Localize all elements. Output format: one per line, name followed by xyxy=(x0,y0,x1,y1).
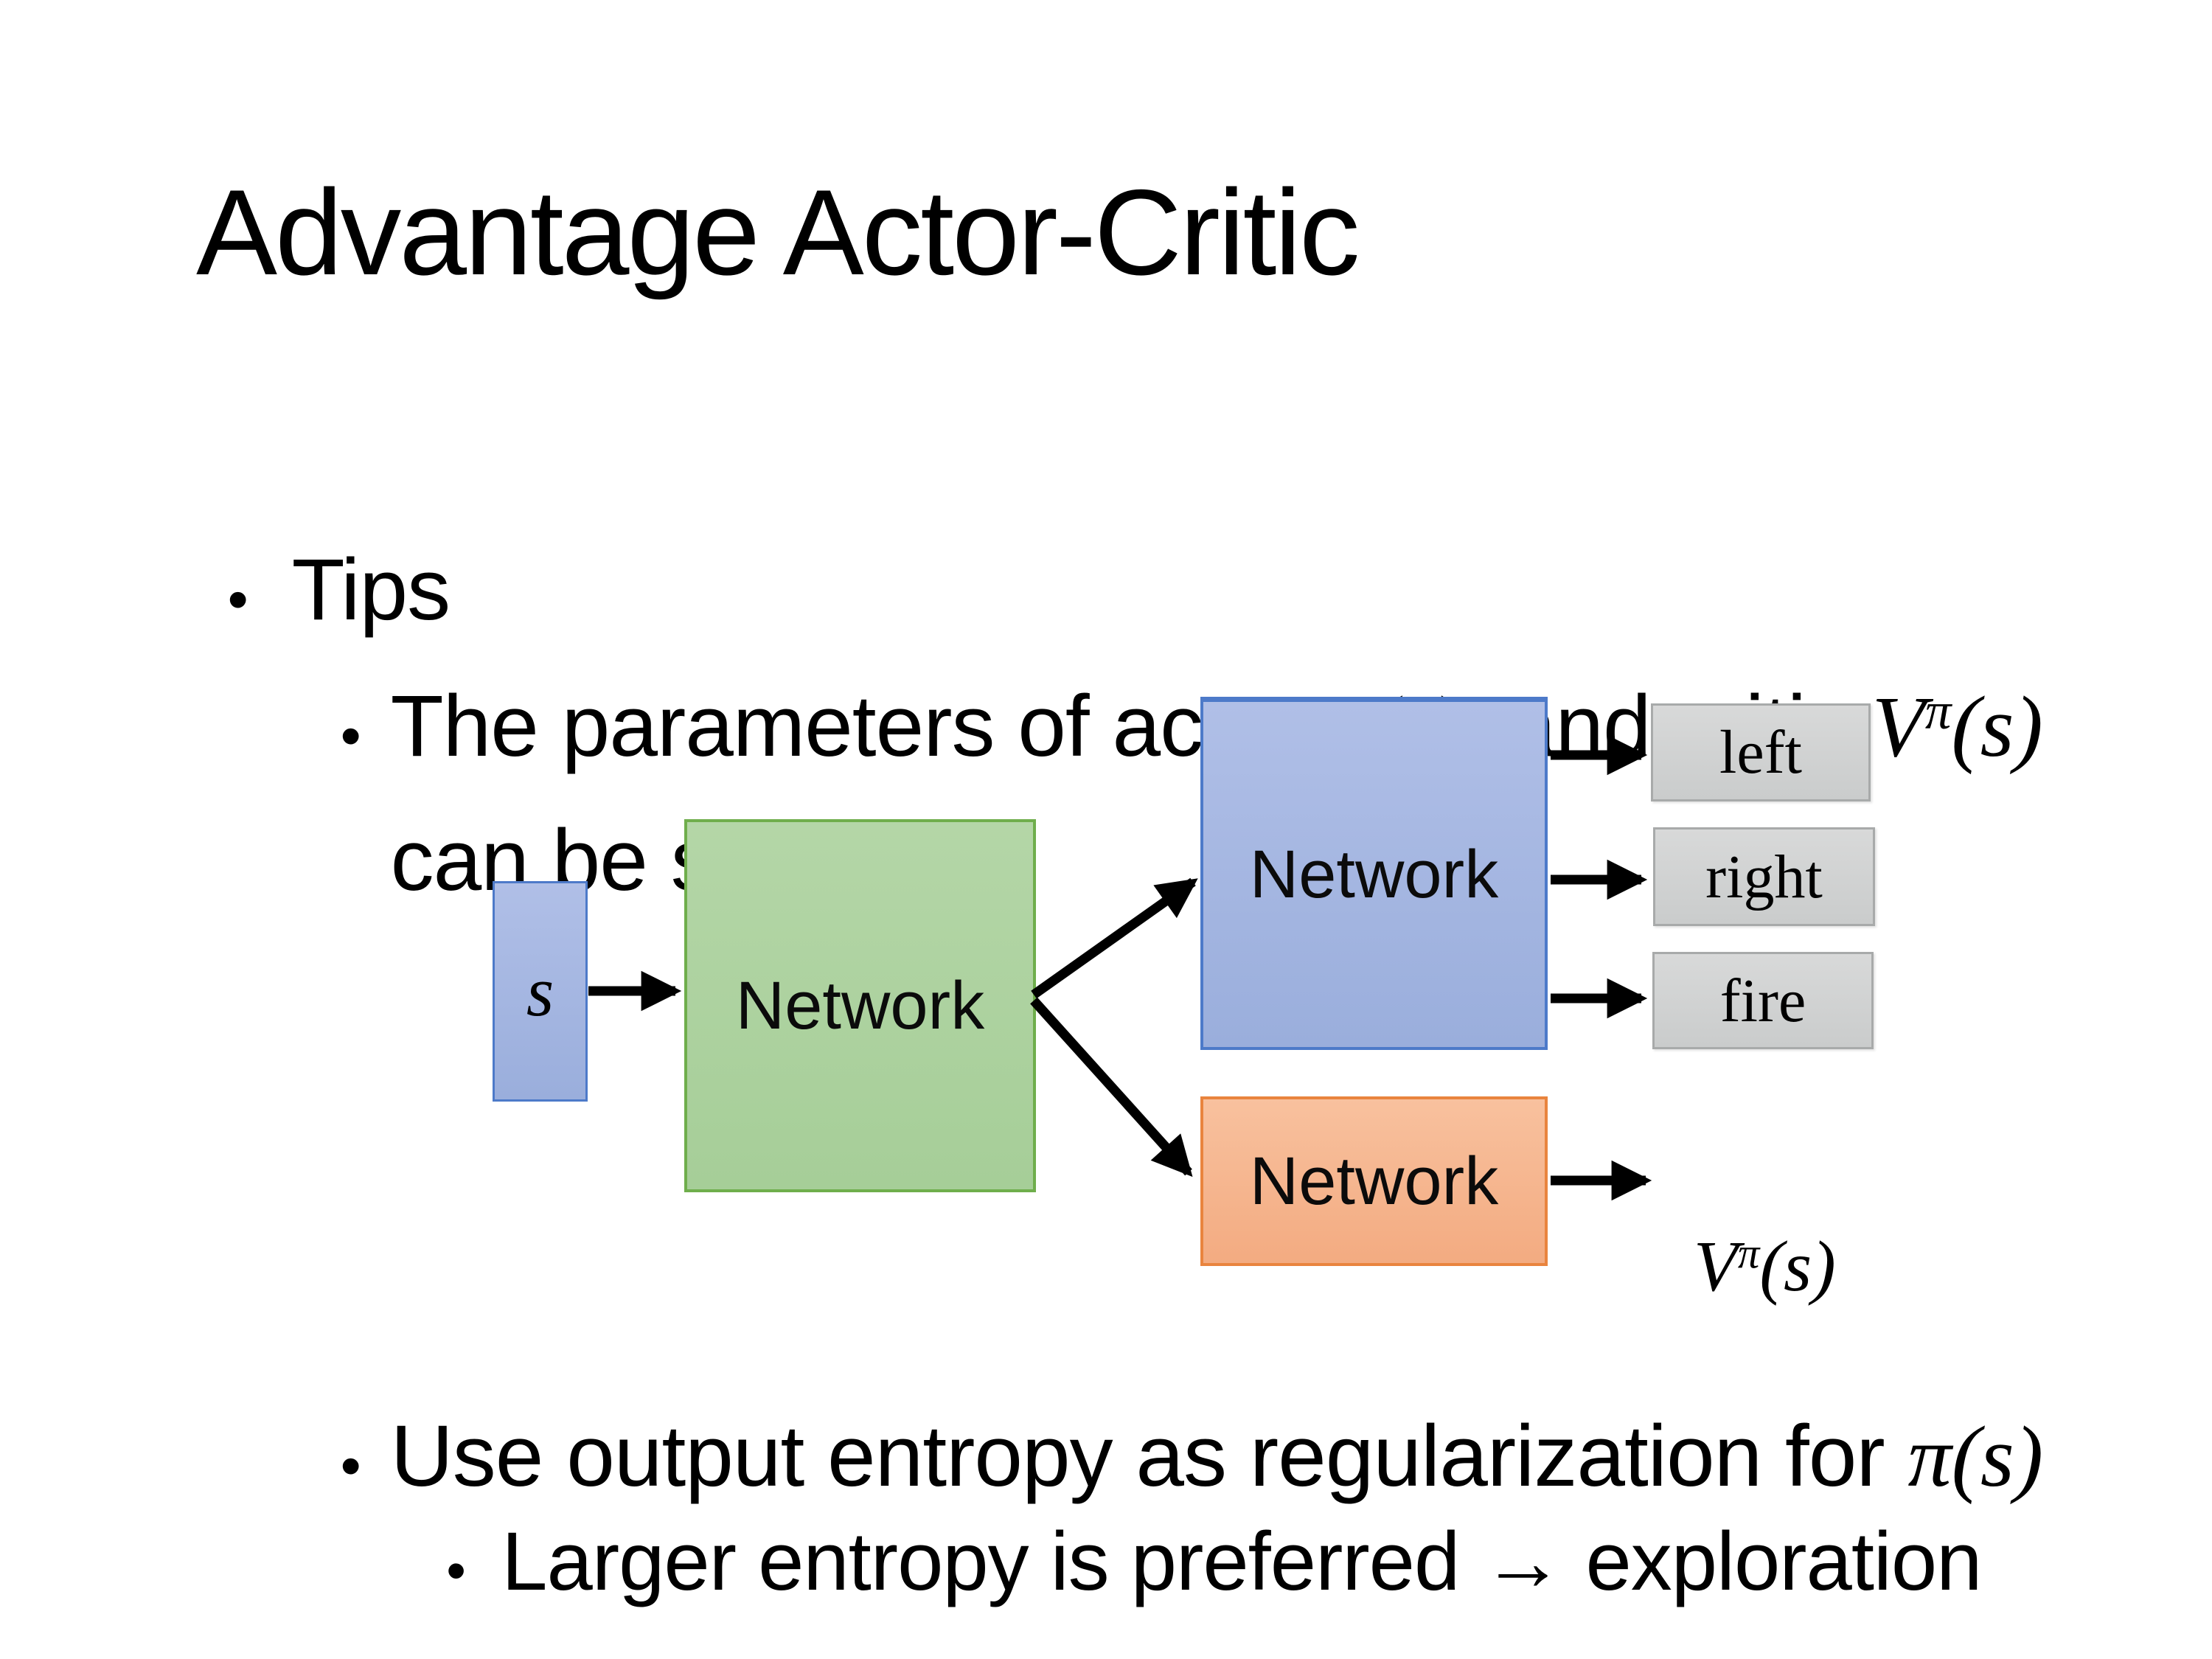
critic-network-box: Network xyxy=(1200,1096,1548,1266)
shared-network-label: Network xyxy=(735,967,985,1043)
action-output-right-box: right xyxy=(1653,827,1875,926)
action-output-right-label: right xyxy=(1705,842,1823,911)
exploration-text: Larger entropy is preferred → exploratio… xyxy=(501,1515,1982,1607)
value-output-math: Vπ(s) xyxy=(1658,1137,1836,1310)
bullet-icon: • xyxy=(340,1433,361,1499)
tips-label: Tips xyxy=(291,541,451,639)
critic-value-args: (s) xyxy=(1951,678,2043,775)
slide-title: Advantage Actor-Critic xyxy=(196,164,1360,300)
critic-value-superscript: π xyxy=(1924,683,1952,741)
state-label: s xyxy=(526,952,554,1031)
bullet-row-exploration: •Larger entropy is preferred → explorati… xyxy=(402,1438,1982,1603)
bullet-icon: • xyxy=(446,1540,466,1602)
action-output-left-label: left xyxy=(1719,718,1802,787)
critic-value-base: V xyxy=(1871,678,1925,775)
value-output-base: V xyxy=(1694,1226,1738,1307)
bullet-icon: • xyxy=(340,703,361,769)
entropy-text: Use output entropy as regularization for xyxy=(390,1408,1908,1505)
entropy-policy-math: π(s) xyxy=(1907,1408,2044,1505)
bullet-icon: • xyxy=(227,566,248,633)
action-output-fire-label: fire xyxy=(1719,966,1806,1035)
value-output-superscript: π xyxy=(1737,1229,1760,1278)
value-output-args: (s) xyxy=(1759,1226,1836,1307)
bullet-row-tips: •Tips xyxy=(181,459,451,633)
action-output-fire-box: fire xyxy=(1652,952,1874,1049)
state-input-box: s xyxy=(493,881,588,1102)
critic-network-label: Network xyxy=(1249,1143,1499,1219)
shared-network-box: Network xyxy=(684,819,1036,1192)
arrow-shared-to-critic xyxy=(1030,997,1193,1178)
arrow-shared-to-actor xyxy=(1031,877,1198,999)
actor-network-label: Network xyxy=(1249,836,1499,912)
action-output-left-box: left xyxy=(1651,703,1871,801)
bullet-row-entropy: •Use output entropy as regularization fo… xyxy=(293,1326,2044,1500)
actor-network-box: Network xyxy=(1200,697,1548,1050)
